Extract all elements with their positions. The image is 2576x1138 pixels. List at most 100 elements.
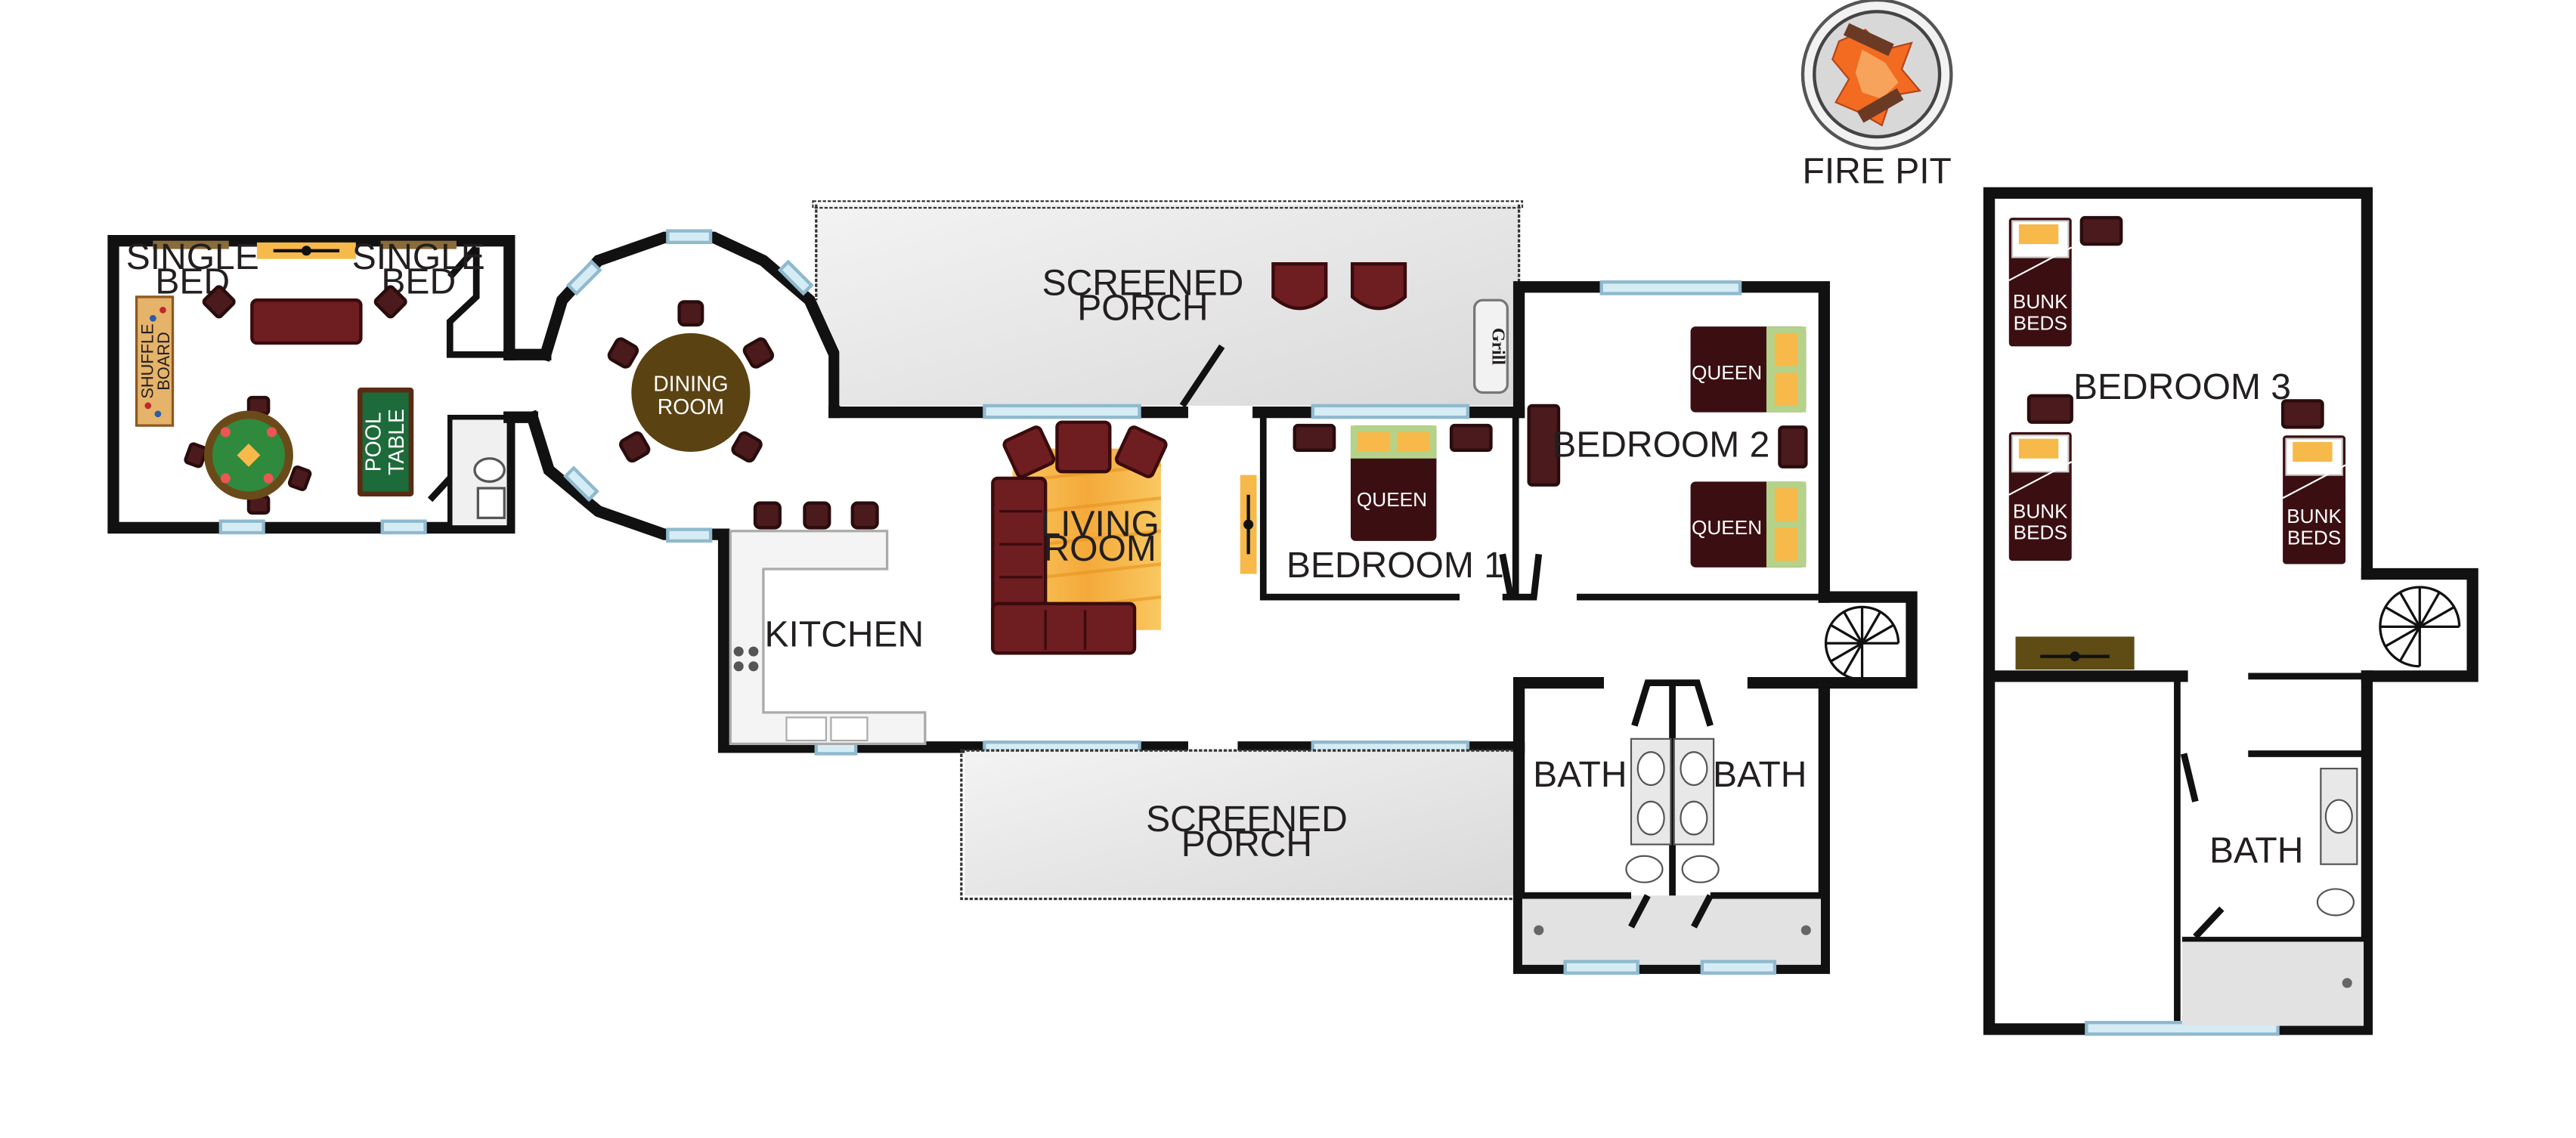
game-room-closet-wall: [446, 247, 509, 358]
queen-bed: [1690, 481, 1807, 567]
dishwasher: [830, 716, 868, 742]
nightstand: [2280, 399, 2324, 429]
window: [666, 229, 713, 245]
bedroom-1-wall: [1259, 412, 1460, 601]
fire-pit-label: FIRE PIT: [1803, 151, 1952, 191]
shelf: [380, 240, 457, 249]
toilet-icon: [1681, 855, 1720, 883]
closet-door: [1499, 553, 1543, 601]
grill-label: Grill: [1488, 328, 1508, 366]
bedroom-2-label: BEDROOM 2: [1552, 425, 1769, 465]
armchair: [1114, 425, 1168, 478]
sink-icon: [1636, 751, 1665, 787]
living-room-line1: LIVING: [1040, 504, 1159, 544]
pool-table-line2: TABLE: [385, 409, 409, 475]
nightstand: [1293, 423, 1336, 453]
shelf: [153, 240, 229, 249]
kitchen-label: KITCHEN: [765, 615, 924, 655]
window: [1563, 960, 1639, 975]
bunk-2-line2: BEDS: [2014, 521, 2067, 544]
game-room-door: [447, 245, 479, 280]
bar-stool: [753, 501, 782, 530]
screened-porch-bottom: SCREENED PORCH: [960, 749, 1521, 901]
window: [983, 404, 1141, 419]
window: [1599, 280, 1742, 295]
fire-icon: [1831, 23, 1921, 127]
upper-bath: BATH: [2180, 750, 2367, 1026]
nightstand: [2079, 215, 2123, 246]
grill: [1472, 298, 1509, 394]
dining-room-line2: ROOM: [658, 395, 724, 419]
pool-table-line1: POOL: [362, 413, 386, 472]
shower: [2181, 942, 2364, 1026]
bunk-bed: [2282, 435, 2346, 564]
shuffle-board-line1: SHUFFLE: [138, 323, 156, 398]
bar-stool: [803, 501, 831, 530]
stove-icon: [733, 646, 759, 672]
bunk-bed: [2008, 218, 2073, 347]
toilet-icon: [473, 457, 506, 483]
dining-table: [631, 332, 751, 453]
upper-floor: BUNK BEDS BUNK BEDS BUNK BEDS BEDROOM 3: [1983, 187, 2478, 1036]
sink-icon: [2324, 799, 2353, 834]
chair: [607, 337, 639, 369]
fire-pit: FIRE PIT: [1800, 0, 1953, 191]
sink-icon: [1680, 800, 1708, 836]
dresser: [1527, 404, 1561, 487]
window: [1700, 960, 1777, 975]
bunk-1-line1: BUNK: [2013, 290, 2068, 313]
porch-bottom-line2: PORCH: [1181, 824, 1312, 864]
window: [777, 259, 814, 296]
bath-right-label: BATH: [1713, 755, 1807, 795]
toilet-icon: [1625, 855, 1664, 883]
window: [380, 519, 427, 535]
bar-stool: [850, 501, 879, 530]
bedroom-3-label: BEDROOM 3: [2073, 367, 2291, 407]
armchair: [1002, 425, 1056, 478]
living-room-line2: ROOM: [1044, 529, 1156, 569]
twin-baths: BATH BATH: [1512, 676, 1830, 975]
game-room: SINGLE BED SINGLE BED SHUFFLE BOARD POOL: [107, 235, 516, 535]
window: [666, 527, 713, 543]
bunk-bed: [2008, 431, 2073, 561]
bath-door: [1631, 679, 1714, 727]
chair: [619, 431, 651, 463]
chair: [202, 285, 236, 319]
stair-wall: [1747, 591, 1918, 689]
shower: [1522, 895, 1821, 965]
porch-floor: [816, 204, 1519, 406]
armchair: [1055, 420, 1112, 474]
porch-chair: [1350, 262, 1407, 311]
queen-bed-1-label: QUEEN: [1357, 488, 1427, 511]
sink-icon: [785, 716, 827, 742]
chair: [742, 337, 775, 369]
single-bed-left-line1: SINGLE: [126, 237, 259, 277]
bedroom-1-label: BEDROOM 1: [1286, 546, 1504, 586]
queen-bed-2b-label: QUEEN: [1692, 516, 1762, 539]
upper-bath-label: BATH: [2209, 831, 2303, 871]
pool-table: [358, 387, 414, 496]
porch-top-line2: PORCH: [1077, 288, 1208, 328]
window: [218, 519, 265, 535]
bunk-3-line2: BEDS: [2287, 526, 2341, 549]
window: [1311, 404, 1470, 419]
main-house: KITCHEN LIVING ROOM: [717, 404, 1543, 796]
porch-door: [1179, 344, 1225, 408]
half-bath-door: [427, 475, 453, 503]
window: [563, 465, 599, 503]
sectional-sofa: [991, 476, 1137, 655]
tv-icon: [1243, 519, 1254, 530]
chair: [677, 300, 704, 327]
bath-left-label: BATH: [1533, 755, 1627, 795]
porch-top-line1: SCREENED: [1042, 264, 1244, 304]
queen-bed-2a-label: QUEEN: [1692, 361, 1762, 384]
porch-bottom-line1: SCREENED: [1146, 799, 1348, 840]
sink-icon: [1636, 800, 1665, 836]
kitchen-counter: [729, 530, 927, 745]
shuffle-board-line2: BOARD: [154, 332, 173, 391]
sofa: [250, 298, 363, 345]
bunk-1-line2: BEDS: [2014, 312, 2067, 335]
bedroom-2: QUEEN QUEEN BEDROOM 2: [1512, 280, 1830, 603]
queen-bed: [1690, 326, 1807, 413]
